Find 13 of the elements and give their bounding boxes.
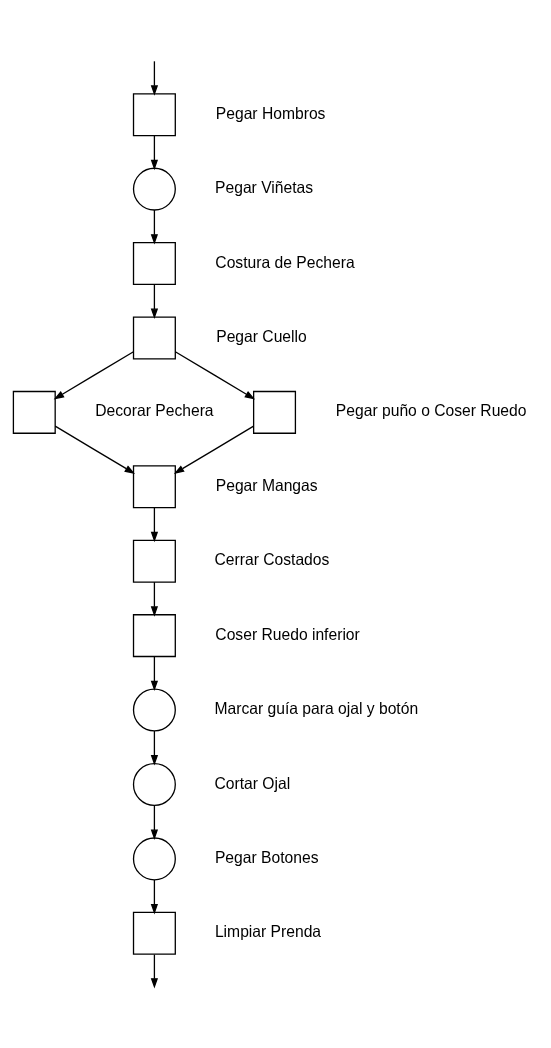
node-label: Pegar Botones bbox=[214, 848, 319, 866]
node-label: Pegar puño o Coser Ruedo bbox=[335, 402, 527, 420]
node-label: Limpiar Prenda bbox=[214, 923, 322, 941]
node-label: Cortar Ojal bbox=[214, 774, 291, 792]
node-label: Pegar Mangas bbox=[215, 476, 318, 494]
node-label: Pegar Cuello bbox=[216, 328, 307, 345]
node-label: Pegar Hombros bbox=[215, 104, 326, 122]
node-label: Costura de Pechera bbox=[215, 253, 355, 271]
node-label: Marcar guía para ojal y botón bbox=[214, 700, 419, 718]
node-label: Cerrar Costados bbox=[214, 551, 330, 569]
node-label: Coser Ruedo inferior bbox=[215, 625, 360, 643]
node-label: Pegar Viñetas bbox=[215, 179, 314, 197]
node-label: Decorar Pechera bbox=[95, 402, 214, 420]
